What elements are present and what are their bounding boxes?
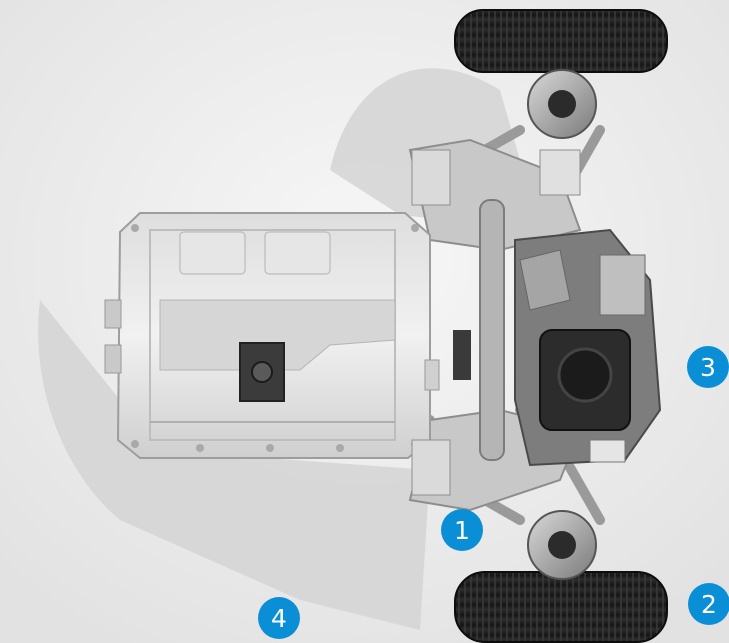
battery-pack: [104, 212, 431, 459]
front-hub: [527, 69, 597, 139]
driveshaft: [479, 199, 505, 461]
drive-unit: [514, 228, 662, 467]
callout-marker-2[interactable]: 2: [688, 583, 729, 625]
rear-hub: [527, 510, 597, 580]
callout-marker-1[interactable]: 1: [441, 509, 483, 551]
misc-components: [411, 149, 581, 496]
callout-marker-4[interactable]: 4: [258, 597, 300, 639]
front-tire: [454, 9, 668, 73]
callout-marker-3[interactable]: 3: [687, 346, 729, 388]
rear-tire: [454, 571, 668, 643]
